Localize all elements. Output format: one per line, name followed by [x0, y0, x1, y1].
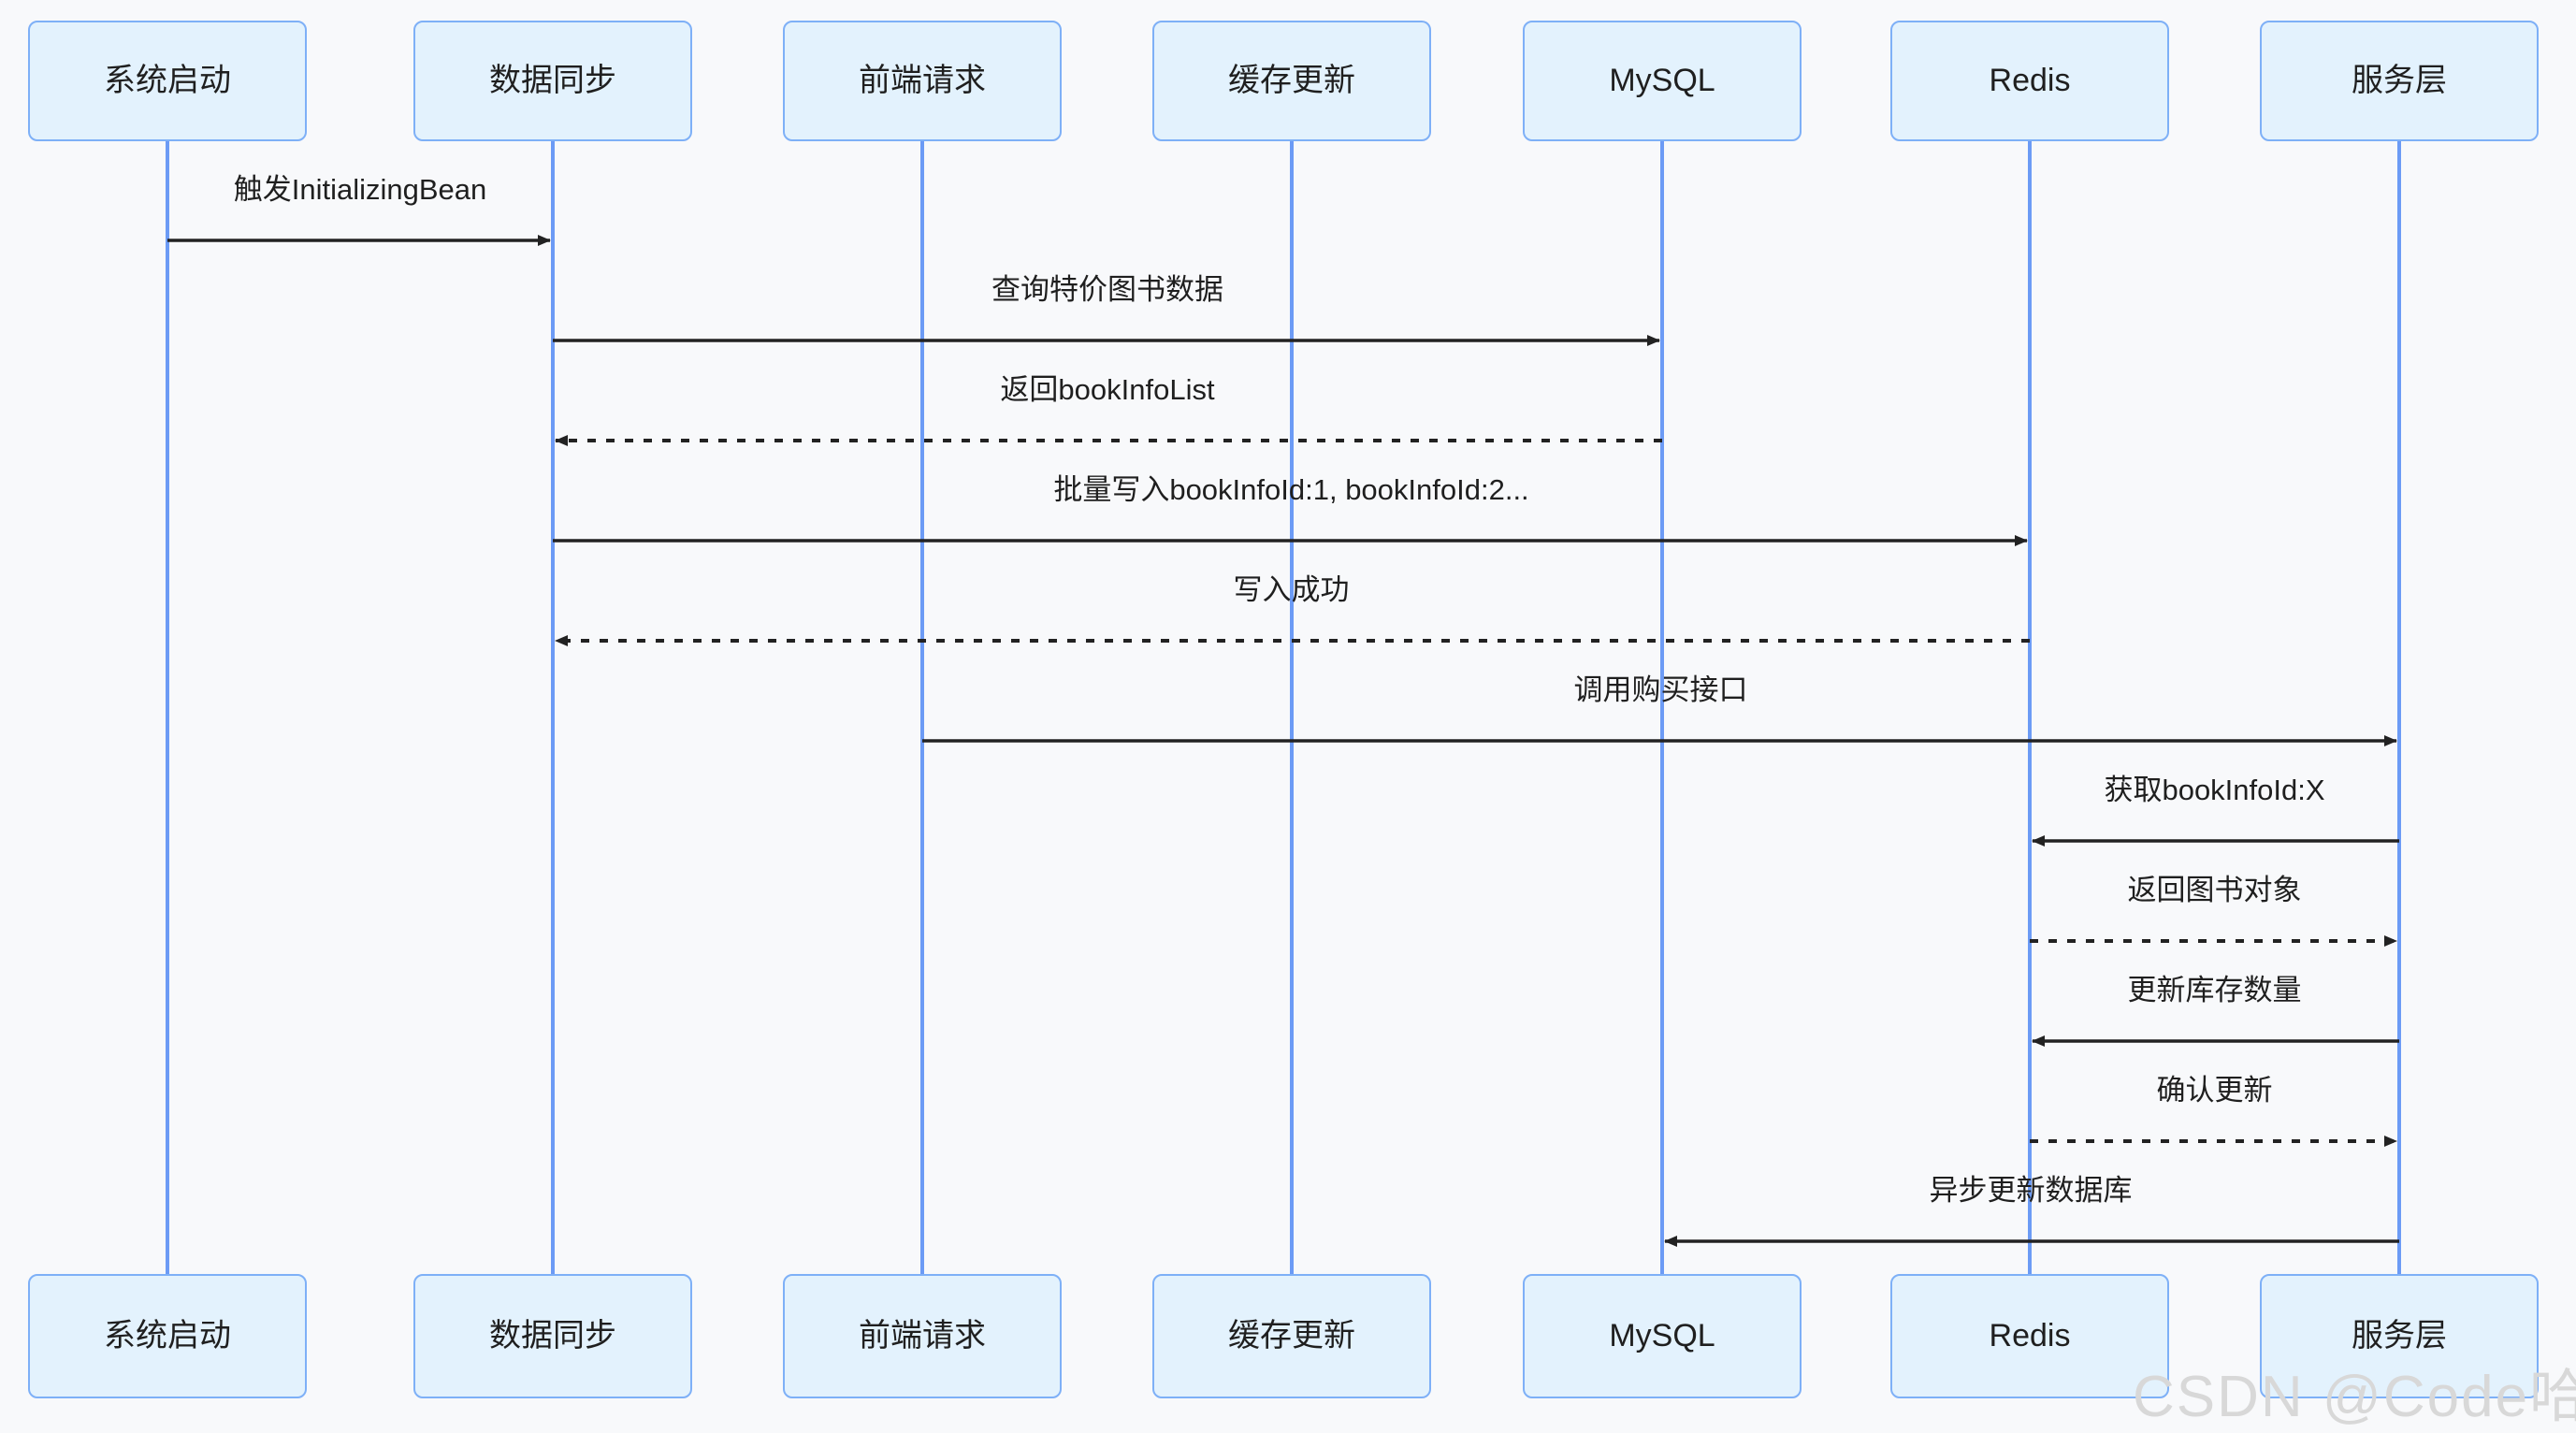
- participant-box-mysql-top[interactable]: MySQL: [1523, 21, 1802, 141]
- participant-label-svc: 服务层: [2352, 1317, 2447, 1353]
- participant-label-redis: Redis: [1989, 1317, 2071, 1353]
- participant-label-front: 前端请求: [859, 1317, 986, 1353]
- message-label-10: 确认更新: [2156, 1074, 2273, 1107]
- participant-box-svc-top[interactable]: 服务层: [2260, 21, 2539, 141]
- participant-label-sync: 数据同步: [489, 1317, 616, 1353]
- message-label-8: 返回图书对象: [2127, 874, 2302, 906]
- message-arrows-group: [167, 235, 2399, 1247]
- participant-box-sys-top[interactable]: 系统启动: [28, 21, 307, 141]
- participant-label-sys: 系统启动: [104, 1317, 231, 1353]
- message-label-11: 异步更新数据库: [1929, 1174, 2133, 1207]
- participant-box-sync-bottom[interactable]: 数据同步: [413, 1274, 692, 1398]
- lifelines-group: [166, 141, 2401, 1274]
- participant-label-cache: 缓存更新: [1228, 62, 1355, 98]
- message-label-2: 查询特价图书数据: [991, 273, 1223, 306]
- participant-label-svc: 服务层: [2352, 62, 2447, 98]
- message-label-6: 调用购买接口: [1573, 673, 1748, 706]
- participant-box-front-bottom[interactable]: 前端请求: [783, 1274, 1062, 1398]
- participant-box-redis-bottom[interactable]: Redis: [1890, 1274, 2169, 1398]
- participant-label-front: 前端请求: [859, 62, 986, 98]
- participant-box-sys-bottom[interactable]: 系统启动: [28, 1274, 307, 1398]
- participant-label-sys: 系统启动: [104, 62, 231, 98]
- participant-box-mysql-bottom[interactable]: MySQL: [1523, 1274, 1802, 1398]
- participant-box-sync-top[interactable]: 数据同步: [413, 21, 692, 141]
- participant-box-cache-top[interactable]: 缓存更新: [1152, 21, 1431, 141]
- participant-box-cache-bottom[interactable]: 缓存更新: [1152, 1274, 1431, 1398]
- participant-label-mysql: MySQL: [1609, 1317, 1715, 1353]
- message-label-4: 批量写入bookInfoId:1, bookInfoId:2...: [1053, 473, 1529, 506]
- message-label-7: 获取bookInfoId:X: [2104, 774, 2325, 806]
- message-label-3: 返回bookInfoList: [1000, 373, 1215, 406]
- participant-label-mysql: MySQL: [1609, 62, 1715, 98]
- message-label-1: 触发InitializingBean: [233, 173, 487, 206]
- message-label-5: 写入成功: [1233, 573, 1350, 606]
- participant-label-cache: 缓存更新: [1228, 1317, 1355, 1353]
- participant-label-redis: Redis: [1989, 62, 2071, 98]
- participant-box-front-top[interactable]: 前端请求: [783, 21, 1062, 141]
- participant-box-redis-top[interactable]: Redis: [1890, 21, 2169, 141]
- participant-box-svc-bottom[interactable]: 服务层: [2260, 1274, 2539, 1398]
- message-label-9: 更新库存数量: [2127, 974, 2302, 1006]
- participant-label-sync: 数据同步: [489, 62, 616, 98]
